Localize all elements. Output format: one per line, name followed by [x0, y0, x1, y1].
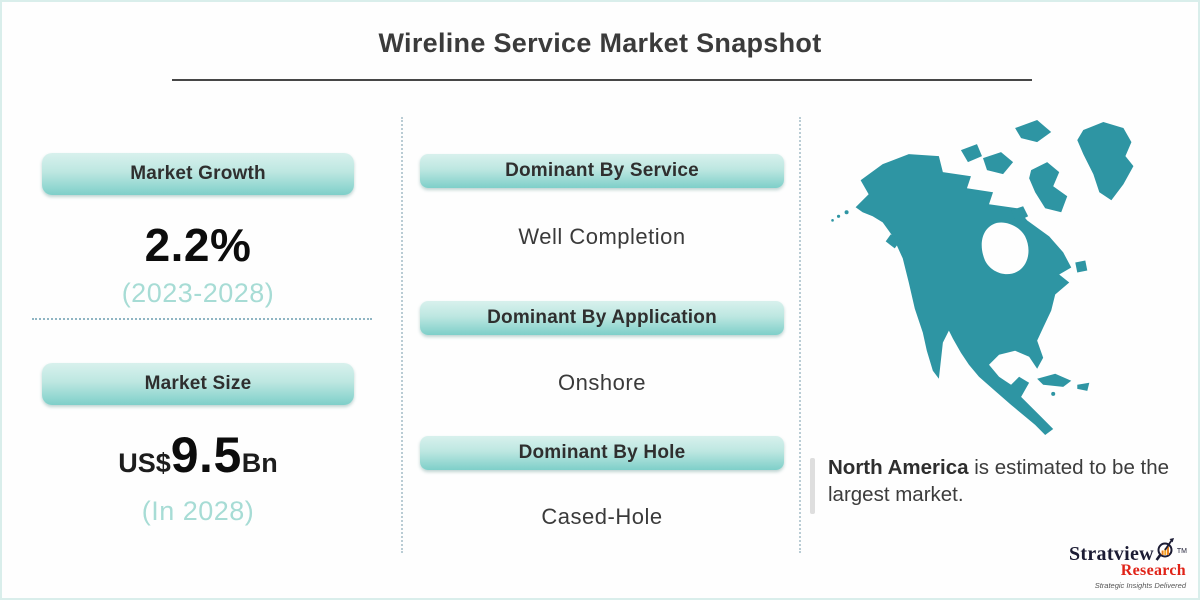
- dotted-separator-left: [401, 117, 403, 553]
- north-america-map: [830, 112, 1142, 448]
- market-growth-period: (2023-2028): [121, 278, 275, 308]
- note-accent-bar: [810, 458, 815, 514]
- dominant-application-pill: Dominant By Application: [420, 301, 784, 335]
- dominant-application-label: Dominant By Application: [487, 307, 717, 328]
- market-growth-value: 2.2%: [144, 219, 252, 271]
- market-growth-pill: Market Growth: [42, 153, 354, 195]
- dotted-separator-right: [799, 117, 801, 553]
- size-unit: Bn: [241, 448, 278, 478]
- dominant-application-value: Onshore: [558, 370, 646, 395]
- dominant-service-value: Well Completion: [518, 224, 686, 249]
- logo-brand-bottom: Research: [1120, 562, 1186, 579]
- region-note: North America is estimated to be the lar…: [828, 454, 1176, 508]
- title-underline: [172, 79, 1032, 81]
- stratview-research-logo: Stratview TM Research Strategic Insights…: [1026, 533, 1187, 590]
- region-note-text: is estimated to be the largest market.: [828, 456, 1170, 507]
- dominant-service-label: Dominant By Service: [505, 160, 699, 181]
- market-size-year: (In 2028): [141, 496, 255, 526]
- dominant-service-pill: Dominant By Service: [420, 154, 784, 188]
- dotted-divider: [32, 318, 372, 320]
- market-growth-label: Market Growth: [130, 163, 266, 184]
- dominant-hole-value: Cased-Hole: [541, 504, 663, 529]
- size-number: 9.5: [170, 427, 242, 483]
- currency-prefix: US$: [118, 448, 171, 478]
- market-size-pill: Market Size: [42, 363, 354, 405]
- market-size-label: Market Size: [144, 373, 252, 394]
- logo-trademark: TM: [1176, 548, 1187, 555]
- dominant-hole-label: Dominant By Hole: [518, 442, 686, 463]
- logo-tagline: Strategic Insights Delivered: [1094, 581, 1186, 590]
- logo-brand-top: Stratview: [1068, 543, 1154, 565]
- dominant-hole-pill: Dominant By Hole: [420, 436, 784, 470]
- page-title: Wireline Service Market Snapshot: [378, 28, 822, 58]
- magnifier-chart-icon: [1155, 537, 1175, 568]
- region-name: North America: [828, 456, 969, 479]
